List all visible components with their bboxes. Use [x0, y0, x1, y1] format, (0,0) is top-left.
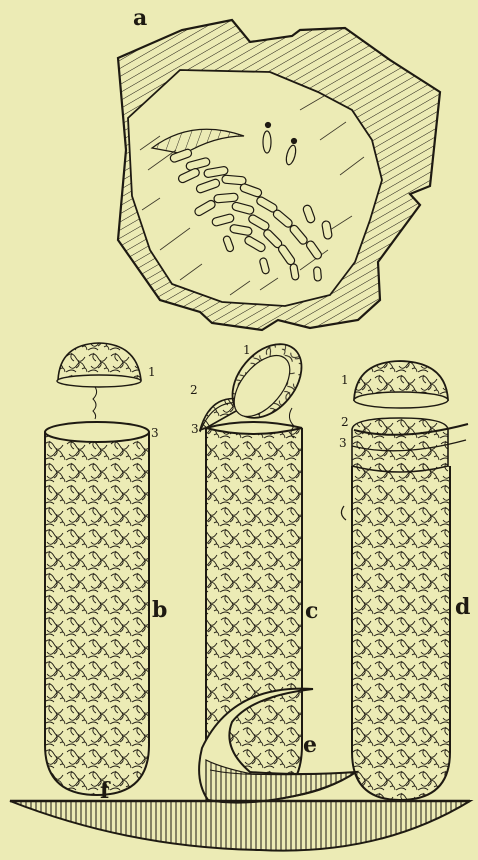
figure-d-egg-case — [341, 361, 468, 800]
number-c-mid: 2 — [190, 384, 198, 396]
number-c-rim: 3 — [191, 423, 199, 435]
label-b: b — [152, 599, 167, 621]
label-d: d — [455, 596, 470, 618]
figure-b-egg-case — [45, 343, 149, 795]
number-b-lid: 1 — [148, 366, 156, 378]
number-d-rim: 3 — [339, 437, 347, 449]
label-c: c — [305, 600, 318, 622]
label-a: a — [133, 7, 147, 29]
label-e: e — [303, 734, 317, 756]
number-d-lid: 1 — [341, 374, 349, 386]
number-b-rim: 3 — [151, 427, 159, 439]
label-f: f — [100, 780, 109, 802]
figure-a-rock — [118, 20, 440, 330]
number-c-lid: 1 — [243, 344, 251, 356]
number-d-mid: 2 — [341, 416, 349, 428]
figure-f-plate — [10, 801, 470, 851]
